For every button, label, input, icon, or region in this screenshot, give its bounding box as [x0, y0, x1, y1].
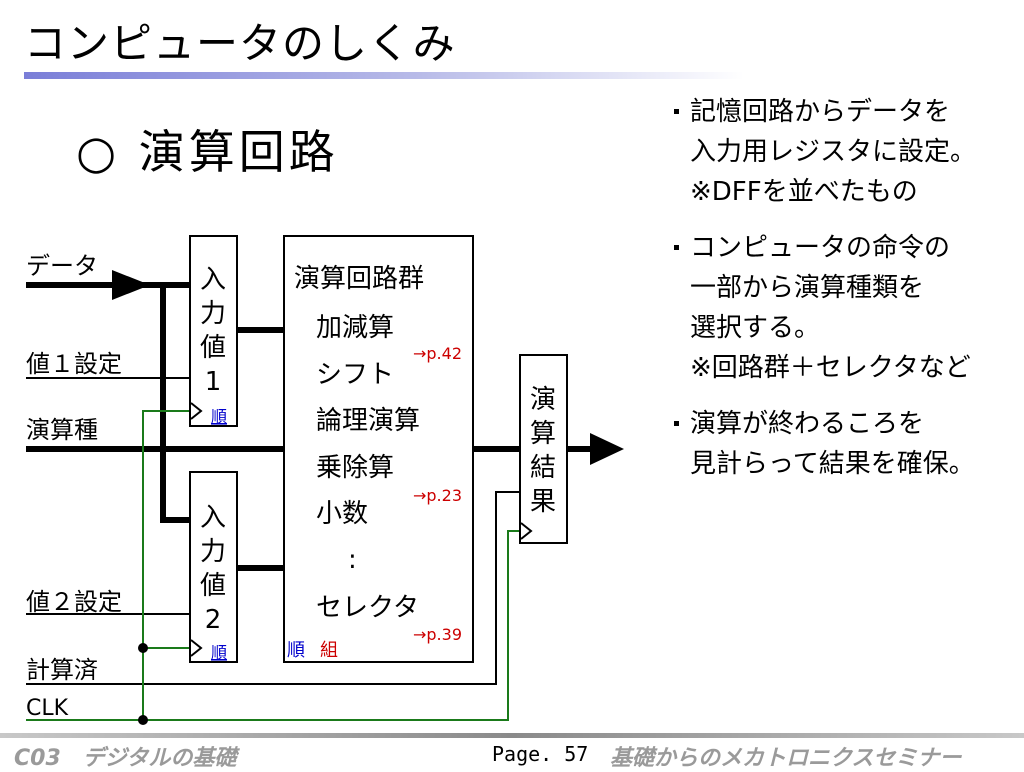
alu-item: 論理演算 — [316, 406, 420, 436]
register-2-char: 入 — [200, 503, 226, 533]
bullet-item: 演算が終わるころを 見計らって結果を確保。 — [672, 404, 1017, 484]
title-underline — [24, 72, 744, 79]
page-title: コンピュータのしくみ — [24, 19, 456, 68]
alu-item: 小数 — [316, 499, 368, 529]
bullet-line: コンピュータの命令の — [690, 233, 951, 263]
alu-item: 乗除算 — [316, 453, 394, 483]
result-register-box — [519, 354, 568, 544]
page-reference: →p.39 — [413, 625, 462, 644]
bullet-line: 入力用レジスタに設定。 — [690, 137, 977, 167]
alu-box — [283, 235, 474, 663]
signal-label-clk: CLK — [26, 696, 69, 721]
alu-item: セレクタ — [316, 593, 419, 623]
register-2-seq-tag: 順 — [211, 643, 227, 662]
bullet-line: 見計らって結果を確保。 — [690, 449, 975, 479]
result-register-char: 演 — [530, 385, 556, 415]
register-1-char: 入 — [200, 265, 226, 295]
bullet-item: 記憶回路からデータを 入力用レジスタに設定。 ※DFFを並べたもの — [672, 92, 1017, 212]
page-reference: →p.23 — [413, 486, 462, 505]
alu-comb-tag: 組 — [320, 640, 338, 661]
result-register-char: 果 — [530, 487, 556, 517]
alu-title: 演算回路群 — [294, 264, 424, 294]
footer-course: C03 デジタルの基礎 — [14, 746, 237, 771]
bullet-line: 記憶回路からデータを — [690, 97, 951, 127]
signal-label-set2: 値２設定 — [26, 588, 122, 616]
bullet-line: ※回路群＋セレクタなど — [690, 353, 971, 383]
result-register-char: 結 — [530, 453, 556, 483]
page-reference: →p.42 — [413, 344, 462, 363]
junction-dot — [138, 643, 148, 653]
register-1-seq-tag: 順 — [211, 407, 227, 426]
data-arrow-icon — [112, 270, 150, 300]
footer-seminar: 基礎からのメカトロニクスセミナー — [610, 746, 962, 771]
bullet-list: 記憶回路からデータを 入力用レジスタに設定。 ※DFFを並べたもの コンピュータ… — [672, 92, 1017, 500]
wire-clk-main — [26, 530, 520, 721]
register-2-box — [189, 471, 238, 663]
register-2-char: 力 — [200, 537, 226, 567]
footer-rule — [0, 733, 1024, 738]
section-heading: ○ 演算回路 — [76, 125, 339, 179]
wire-done — [26, 491, 520, 685]
alu-item: : — [348, 545, 357, 575]
bullet-line: ※DFFを並べたもの — [690, 177, 918, 207]
signal-label-data: データ — [26, 252, 98, 280]
bullet-item: コンピュータの命令の 一部から演算種類を 選択する。 ※回路群＋セレクタなど — [672, 228, 1017, 388]
clock-triangle-icon — [190, 402, 203, 420]
bus-data-branch — [160, 285, 190, 523]
clock-triangle-icon — [190, 639, 203, 657]
bullet-line: 選択する。 — [690, 313, 821, 343]
footer-page-number: Page. 57 — [492, 742, 589, 766]
register-2-char: 値 — [200, 571, 226, 601]
alu-item: シフト — [316, 360, 394, 390]
wire-clk-reg1 — [142, 410, 190, 720]
alu-seq-tag: 順 — [287, 640, 305, 661]
data-bus — [26, 282, 592, 571]
register-1-char: 力 — [200, 299, 226, 329]
bullet-line: 演算が終わるころを — [690, 409, 925, 439]
bullet-line: 一部から演算種類を — [690, 273, 925, 303]
result-register-char: 算 — [530, 419, 556, 449]
signal-label-done: 計算済 — [26, 656, 98, 684]
clock-triangle-icon — [520, 522, 533, 540]
junction-dot — [138, 715, 148, 725]
register-1-box — [189, 235, 238, 427]
output-arrow-icon — [590, 433, 624, 465]
signal-label-set1: 値１設定 — [26, 350, 122, 378]
alu-item: 加減算 — [316, 313, 394, 343]
clock-wires — [26, 410, 520, 721]
register-2-char: 2 — [205, 605, 222, 635]
signal-label-op-type: 演算種 — [26, 416, 98, 444]
register-1-char: 値 — [200, 333, 226, 363]
register-1-char: 1 — [205, 367, 222, 397]
